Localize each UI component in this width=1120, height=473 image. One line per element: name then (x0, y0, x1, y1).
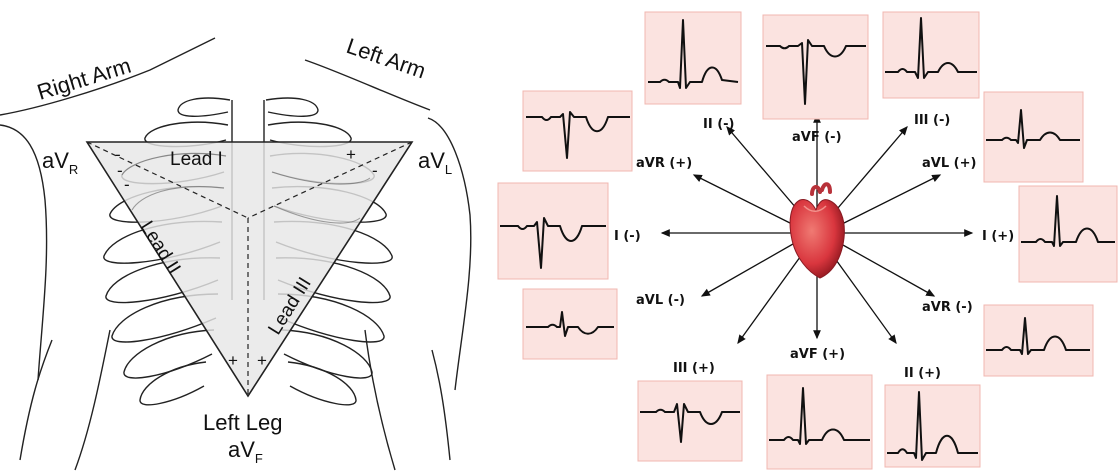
label-ii-plus: II (+) (904, 366, 941, 381)
left-leg-label: Left Leg (203, 410, 283, 435)
label-iii-plus: III (+) (673, 361, 715, 376)
ecg-strip-avf-minus (763, 15, 868, 119)
avr-label: aVR (42, 148, 78, 177)
arrow-avr-minus (834, 240, 934, 296)
right-torso-outline (0, 125, 47, 380)
ecg-strip-i-minus (498, 183, 608, 279)
label-avr-minus: aVR (-) (922, 300, 973, 315)
lead-i-plus-sign: + (346, 145, 356, 164)
avl-label: aVL (418, 148, 452, 177)
lead-ii-plus-sign: + (228, 351, 238, 370)
lead-i-label: Lead I (170, 149, 223, 170)
ecg-strip-avr-plus (523, 91, 632, 171)
ecg-strip-avl-minus (523, 289, 617, 359)
avf-label: aVF (228, 437, 263, 466)
label-iii-minus: III (-) (914, 113, 950, 128)
label-avl-plus: aVL (+) (922, 156, 976, 171)
hexaxial-system: II (-) aVF (-) III (-) aVR (+) aVL (+) I… (498, 12, 1117, 469)
ecg-strip-avl-plus (984, 92, 1083, 182)
arrow-avl-minus (702, 240, 800, 296)
right-arm-inner (20, 340, 52, 460)
arrow-iii-plus (738, 246, 808, 343)
left-arm-inner (432, 350, 450, 460)
right-arm-label: Right Arm (34, 53, 134, 105)
ecg-strip-iii-minus (883, 12, 979, 98)
ecg-strip-ii-minus (645, 12, 741, 104)
left-arm-label: Left Arm (343, 33, 429, 83)
lead-ii-minus-sign-top: - (117, 161, 123, 180)
lead-iii-plus-sign: + (257, 351, 267, 370)
label-ii-minus: II (-) (703, 117, 734, 132)
arrow-avr-plus (694, 175, 800, 228)
lead-iii-minus-sign: - (372, 161, 378, 180)
label-avl-minus: aVL (-) (636, 293, 685, 308)
label-i-minus: I (-) (614, 229, 641, 244)
label-avf-minus: aVF (-) (792, 130, 842, 145)
ecg-strip-iii-plus (638, 381, 742, 461)
label-avr-plus: aVR (+) (636, 156, 692, 171)
ecg-strip-avr-minus (984, 305, 1093, 376)
ecg-strip-i-plus (1019, 186, 1117, 282)
label-avf-plus: aVF (+) (790, 347, 845, 362)
lead-ii-minus-sign: - (124, 175, 130, 194)
right-flank (75, 330, 110, 470)
arrow-avl-plus (834, 175, 940, 228)
ecg-strip-ii-plus (885, 385, 980, 467)
label-i-plus: I (+) (982, 229, 1014, 244)
ecg-strip-avf-plus (767, 375, 872, 469)
left-flank (365, 330, 395, 470)
